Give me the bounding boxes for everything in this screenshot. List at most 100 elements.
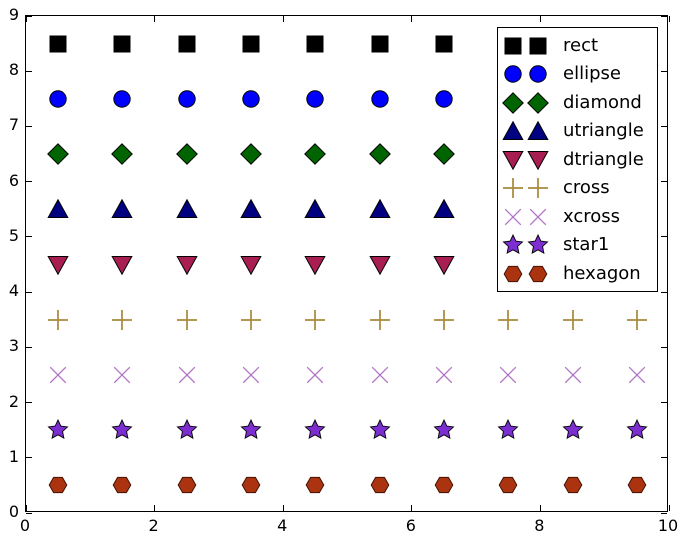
hexagon-marker-icon [177,477,197,494]
hexagon-marker-icon [305,477,325,494]
cross-marker [240,309,262,335]
xcross-marker [176,364,198,390]
legend-entry-diamond: diamond [502,89,657,117]
cross-marker-icon [369,309,390,330]
utriangle-marker-icon [176,199,198,219]
cross-marker [304,309,326,335]
diamond-marker [175,143,198,169]
hexagon-marker-icon [503,265,523,282]
y-tick-label: 7 [8,115,19,135]
hexagon-marker [111,474,133,500]
ellipse-marker-icon [529,65,547,83]
x-tick [668,505,670,511]
dtriangle-marker-icon [304,255,326,275]
x-tick [282,505,284,511]
rect-marker [433,33,455,59]
utriangle-marker-icon [433,199,455,219]
y-tick-label: 4 [8,281,19,301]
legend-label: cross [563,177,610,198]
star1-marker [240,419,262,445]
hexagon-marker [562,474,584,500]
utriangle-marker [240,198,262,224]
ellipse-marker-icon [504,65,522,83]
star1-marker-icon [111,419,133,440]
xcross-marker-icon [504,208,522,225]
y-tick-label: 6 [8,170,19,190]
x-tick-label: 8 [534,516,545,535]
xcross-marker [562,364,584,390]
star1-marker-icon [626,419,648,440]
dtriangle-marker [176,254,198,280]
legend-label: xcross [563,205,621,227]
xcross-marker-icon [49,366,67,384]
legend-label: dtriangle [563,148,644,170]
y-tick [26,346,32,348]
cross-marker-icon [562,309,583,330]
star1-marker-icon [433,419,455,440]
x-tick [154,505,156,511]
dtriangle-marker-icon [240,255,262,275]
diamond-marker-icon [433,143,455,165]
legend-entry-star1: star1 [502,231,657,259]
diamond-marker [433,143,455,169]
ellipse-marker-icon [370,90,389,108]
hexagon-marker-icon [370,477,390,494]
ellipse-marker-icon [49,90,67,108]
y-tick-right [661,457,667,459]
rect-marker-icon [178,35,196,53]
hexagon-marker [626,474,648,500]
x-tick [539,505,541,511]
x-tick-label: 10 [657,516,679,535]
star1-marker-icon [369,419,391,440]
y-tick-right [661,512,667,514]
y-tick-label: 1 [8,446,19,466]
y-tick [26,181,32,183]
diamond-marker [47,143,70,169]
ellipse-marker-icon [435,90,453,108]
rect-marker-icon [435,35,453,53]
utriangle-marker-icon [304,199,326,219]
diamond-marker-icon [175,143,198,165]
hexagon-marker [497,474,519,500]
xcross-marker [433,364,455,390]
legend-label: rect [563,34,599,56]
x-tick-top [668,16,670,22]
ellipse-marker [304,88,326,114]
tick-layer [25,15,670,514]
y-tick [26,457,32,459]
rect-marker [111,33,133,59]
legend-entry-ellipse: ellipse [502,60,657,88]
dtriangle-marker-icon [368,255,391,275]
star1-marker [433,419,455,445]
diamond-marker [111,143,134,169]
legend-label: star1 [563,234,610,255]
rect-marker [176,33,198,59]
utriangle-marker [368,198,391,224]
legend-entry-dtriangle: dtriangle [502,146,657,174]
diamond-marker-icon [47,143,70,165]
cross-marker [47,309,69,335]
y-tick-right [661,236,667,238]
legend-label: hexagon [563,262,641,284]
y-tick-right [661,181,667,183]
cross-marker-icon [626,309,647,330]
cross-marker [176,309,198,335]
diamond-marker [304,143,327,169]
rect-marker-icon [504,37,522,54]
star1-marker [497,419,519,445]
rect-marker-icon [371,35,389,53]
legend-entry-hexagon: hexagon [502,260,657,288]
hexagon-marker [369,474,391,500]
legend-label: ellipse [563,63,621,84]
star1-marker [47,419,69,445]
star1-marker [369,419,391,445]
utriangle-marker-icon [47,199,69,219]
dtriangle-marker-icon [176,255,198,275]
diamond-marker [240,143,262,169]
dtriangle-marker-icon [502,150,524,170]
y-tick [26,512,32,514]
xcross-marker-icon [242,366,260,384]
xcross-marker-icon [435,366,453,384]
